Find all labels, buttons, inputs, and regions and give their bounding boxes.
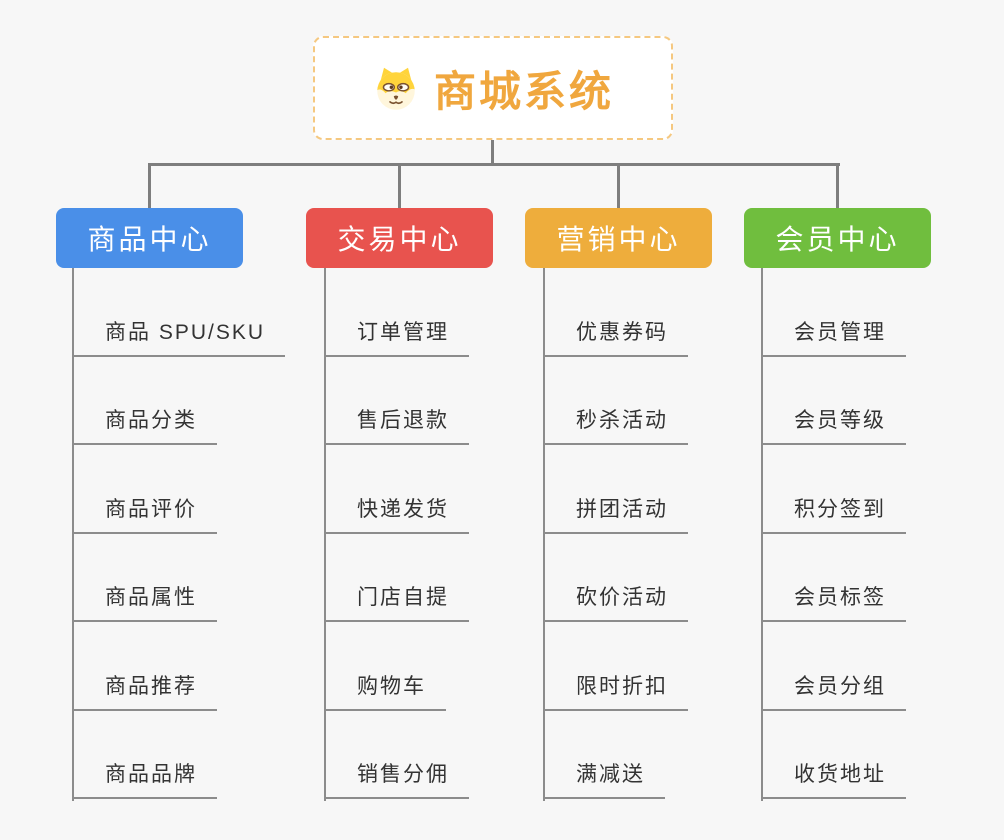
root-topic[interactable]: 商城系统 <box>313 36 673 140</box>
connector-trunk <box>761 268 763 801</box>
branch-topic-label: 营销中心 <box>556 224 681 255</box>
child-topic-label: 销售分佣 <box>324 758 469 799</box>
child-topic-label: 拼团活动 <box>543 493 688 534</box>
connector-branch-drop <box>398 163 401 208</box>
branch-topic-label: 交易中心 <box>337 224 462 255</box>
child-topic[interactable]: 秒杀活动 <box>543 357 688 445</box>
child-topic-label: 订单管理 <box>324 316 469 357</box>
child-topic-label: 商品属性 <box>72 581 217 622</box>
connector-trunk <box>72 268 74 801</box>
child-topic-label: 会员管理 <box>761 316 906 357</box>
child-topic[interactable]: 会员管理 <box>761 268 906 357</box>
child-topic[interactable]: 砍价活动 <box>543 534 688 622</box>
child-topic-label: 商品品牌 <box>72 758 217 799</box>
branch-topic[interactable]: 会员中心 <box>744 208 931 268</box>
child-topic-label: 商品评价 <box>72 493 217 534</box>
child-topic-label: 商品 SPU/SKU <box>72 316 286 357</box>
child-topic[interactable]: 收货地址 <box>761 711 906 799</box>
doge-dog-icon <box>377 67 415 110</box>
child-topic-label: 商品分类 <box>72 404 217 445</box>
child-topic[interactable]: 商品 SPU/SKU <box>72 268 286 357</box>
child-topic[interactable]: 拼团活动 <box>543 445 688 534</box>
child-topic-label: 砍价活动 <box>543 581 688 622</box>
child-topic[interactable]: 快递发货 <box>324 445 469 534</box>
child-topic-label: 积分签到 <box>761 493 906 534</box>
child-topic[interactable]: 优惠券码 <box>543 268 688 357</box>
child-topic[interactable]: 订单管理 <box>324 268 469 357</box>
child-topic-label: 售后退款 <box>324 404 469 445</box>
branch-children-column: 优惠券码秒杀活动拼团活动砍价活动限时折扣满减送 <box>543 268 688 799</box>
child-topic[interactable]: 满减送 <box>543 711 688 799</box>
branch-topic-label: 商品中心 <box>87 224 212 255</box>
child-topic[interactable]: 商品属性 <box>72 534 285 622</box>
child-topic[interactable]: 商品品牌 <box>72 711 285 799</box>
child-topic[interactable]: 商品分类 <box>72 357 285 445</box>
connector-branch-drop <box>148 163 151 208</box>
child-topic[interactable]: 门店自提 <box>324 534 469 622</box>
child-topic-label: 优惠券码 <box>543 316 688 357</box>
connector-trunk <box>324 268 326 801</box>
child-topic[interactable]: 商品推荐 <box>72 622 285 711</box>
connector-branch-drop <box>836 163 839 208</box>
child-topic-label: 会员等级 <box>761 404 906 445</box>
child-topic-label: 快递发货 <box>324 493 469 534</box>
child-topic[interactable]: 会员标签 <box>761 534 906 622</box>
child-topic-label: 秒杀活动 <box>543 404 688 445</box>
child-topic[interactable]: 购物车 <box>324 622 469 711</box>
child-topic-label: 购物车 <box>324 670 446 711</box>
child-topic[interactable]: 限时折扣 <box>543 622 688 711</box>
child-topic-label: 收货地址 <box>761 758 906 799</box>
child-topic-label: 会员分组 <box>761 670 906 711</box>
connector-trunk <box>543 268 545 801</box>
branch-topic[interactable]: 营销中心 <box>525 208 712 268</box>
connector-root-drop <box>491 140 494 166</box>
branch-topic[interactable]: 交易中心 <box>306 208 493 268</box>
child-topic[interactable]: 会员分组 <box>761 622 906 711</box>
root-topic-label: 商城系统 <box>433 67 614 115</box>
child-topic[interactable]: 售后退款 <box>324 357 469 445</box>
child-topic-label: 商品推荐 <box>72 670 217 711</box>
child-topic-label: 满减送 <box>543 758 665 799</box>
child-topic[interactable]: 会员等级 <box>761 357 906 445</box>
connector-branch-drop <box>617 163 620 208</box>
connector-horizontal-bus <box>148 163 840 166</box>
child-topic[interactable]: 积分签到 <box>761 445 906 534</box>
child-topic[interactable]: 销售分佣 <box>324 711 469 799</box>
branch-topic-label: 会员中心 <box>775 224 900 255</box>
branch-children-column: 会员管理会员等级积分签到会员标签会员分组收货地址 <box>761 268 906 799</box>
child-topic-label: 会员标签 <box>761 581 906 622</box>
branch-children-column: 商品 SPU/SKU 商品分类商品评价商品属性商品推荐商品品牌 <box>72 268 286 799</box>
child-topic-label: 门店自提 <box>324 581 469 622</box>
branch-topic[interactable]: 商品中心 <box>56 208 243 268</box>
child-topic[interactable]: 商品评价 <box>72 445 285 534</box>
child-topic-label: 限时折扣 <box>543 670 688 711</box>
branch-children-column: 订单管理售后退款快递发货门店自提购物车销售分佣 <box>324 268 469 799</box>
